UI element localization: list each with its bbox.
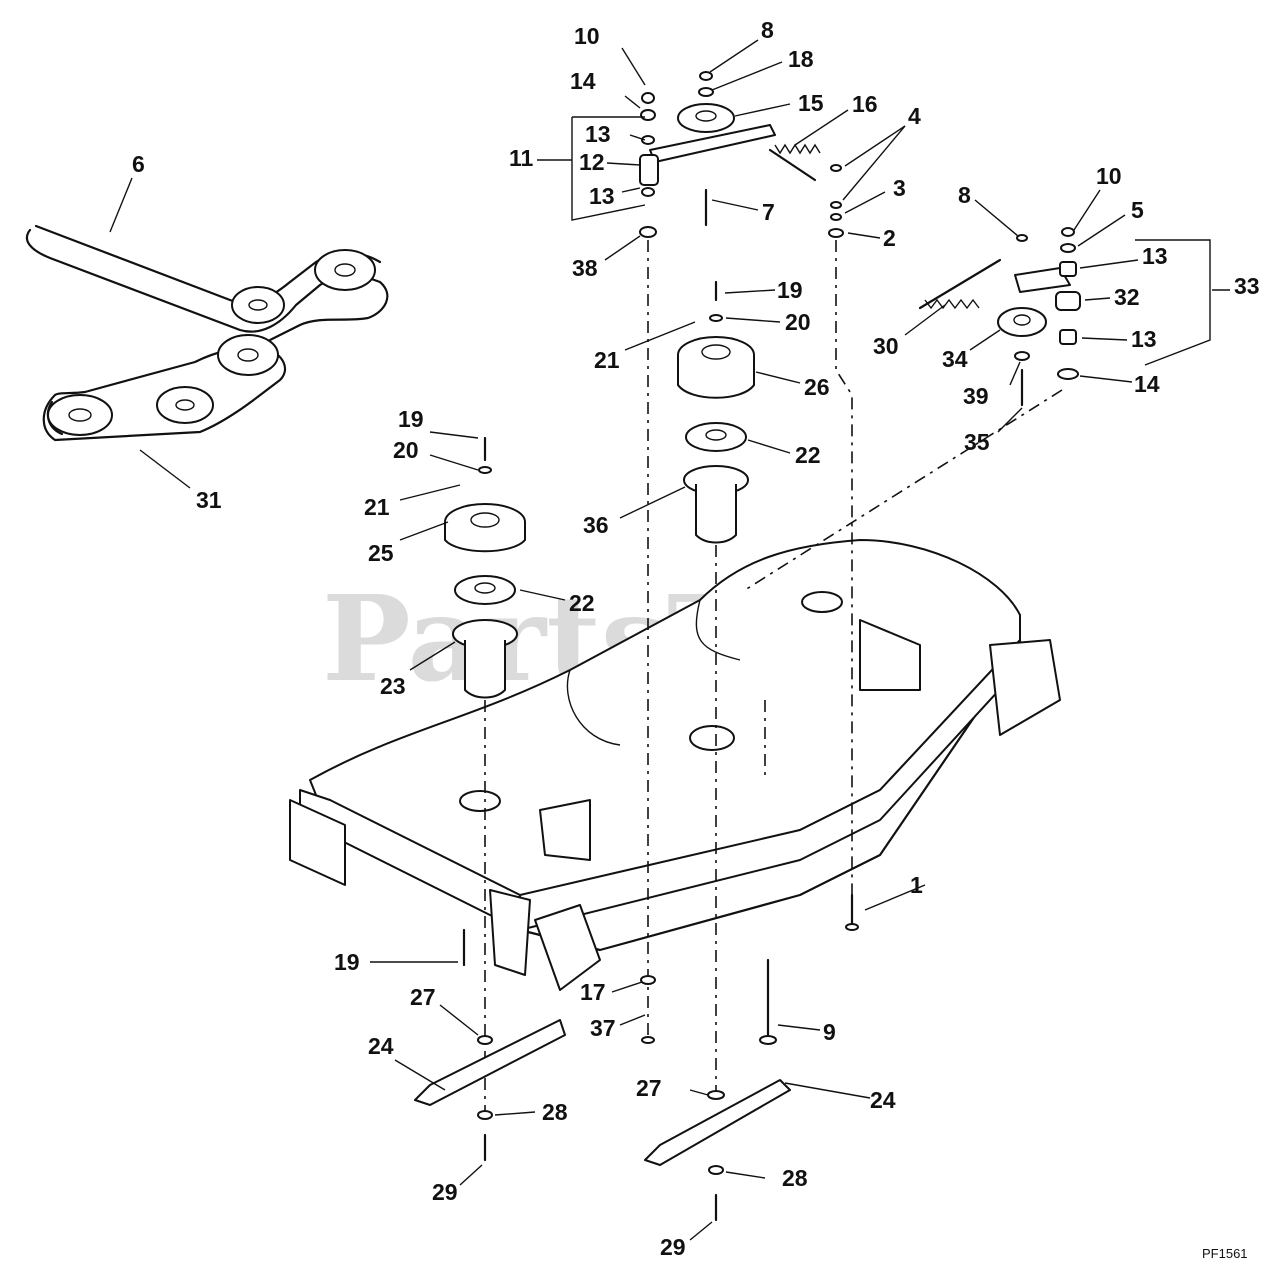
callout: 7 [762, 199, 775, 225]
callout: 23 [380, 673, 406, 699]
callout: 9 [823, 1019, 836, 1045]
callout: 28 [782, 1165, 808, 1191]
callout: 5 [1131, 197, 1144, 223]
callout: 2 [883, 225, 896, 251]
spring-16 [768, 148, 817, 182]
callout: 6 [132, 151, 145, 177]
callout: 36 [583, 512, 609, 538]
figure-code: PF1561 [1202, 1246, 1248, 1261]
callout-labels: 10 8 18 14 15 16 4 13 11 12 13 7 3 2 38 … [132, 17, 1260, 1260]
belt-pulley-3 [217, 334, 279, 376]
belt-pulley-4 [156, 386, 214, 424]
belt-31 [42, 346, 287, 442]
callout: 4 [908, 103, 921, 129]
callout: 11 [509, 145, 534, 171]
blade-hardware [414, 893, 859, 1222]
callout: 29 [660, 1234, 686, 1260]
callout: 12 [579, 149, 605, 175]
callout: 27 [636, 1075, 662, 1101]
callout: 26 [804, 374, 830, 400]
left-spindle [444, 436, 526, 699]
callout: 20 [785, 309, 811, 335]
callout: 10 [574, 23, 600, 49]
callout: 13 [1142, 243, 1168, 269]
blade-24-left [414, 1019, 566, 1106]
callout: 29 [432, 1179, 458, 1205]
callout: 32 [1114, 284, 1140, 310]
callout: 21 [594, 347, 620, 373]
callout: 28 [542, 1099, 568, 1125]
callout: 15 [798, 90, 824, 116]
callout: 18 [788, 46, 814, 72]
callout: 37 [590, 1015, 616, 1041]
leader-lines [109, 39, 1230, 1241]
callout: 24 [870, 1087, 896, 1113]
callout: 22 [569, 590, 595, 616]
callout: 33 [1234, 273, 1260, 299]
belt-pulley-5 [47, 394, 113, 436]
callout: 22 [795, 442, 821, 468]
blade-24-right [644, 1079, 791, 1166]
callout: 38 [572, 255, 598, 281]
idler-pulley-34 [997, 307, 1047, 337]
bushing-12 [639, 154, 659, 186]
belt-pulley-2 [231, 286, 285, 324]
center-lines [484, 240, 1063, 1115]
washer-22 [685, 422, 747, 452]
callout: 24 [368, 1033, 394, 1059]
callout: 8 [958, 182, 971, 208]
callout: 13 [1131, 326, 1157, 352]
callout: 19 [777, 277, 803, 303]
callout: 3 [893, 175, 906, 201]
callout: 25 [368, 540, 394, 566]
callout: 21 [364, 494, 390, 520]
right-idler-assembly [918, 227, 1211, 407]
center-spindle [677, 280, 755, 544]
belt-pulley-1 [314, 249, 376, 291]
callout: 14 [1134, 371, 1160, 397]
mower-deck-1 [289, 539, 1061, 991]
callout: 34 [942, 346, 968, 372]
callout: 27 [410, 984, 436, 1010]
deck-bracket-right [989, 639, 1061, 736]
callout: 17 [580, 979, 606, 1005]
callout: 19 [398, 406, 424, 432]
belt-assembly [25, 224, 389, 442]
callout: 10 [1096, 163, 1122, 189]
callout: 16 [852, 91, 878, 117]
callout: 30 [873, 333, 899, 359]
callout: 14 [570, 68, 596, 94]
spring-30 [918, 258, 1002, 310]
callout: 13 [589, 183, 615, 209]
washer-22b [454, 575, 516, 605]
callout: 20 [393, 437, 419, 463]
idler-pulley-15 [677, 103, 735, 133]
callout: 39 [963, 383, 989, 409]
callout: 19 [334, 949, 360, 975]
deck-bracket-left [289, 799, 346, 886]
callout: 31 [196, 487, 222, 513]
callout: 1 [910, 872, 923, 898]
idler-arm-assembly [571, 71, 844, 238]
callout: 35 [964, 429, 990, 455]
callout: 8 [761, 17, 774, 43]
bushing-32 [1055, 291, 1081, 311]
callout: 13 [585, 121, 611, 147]
